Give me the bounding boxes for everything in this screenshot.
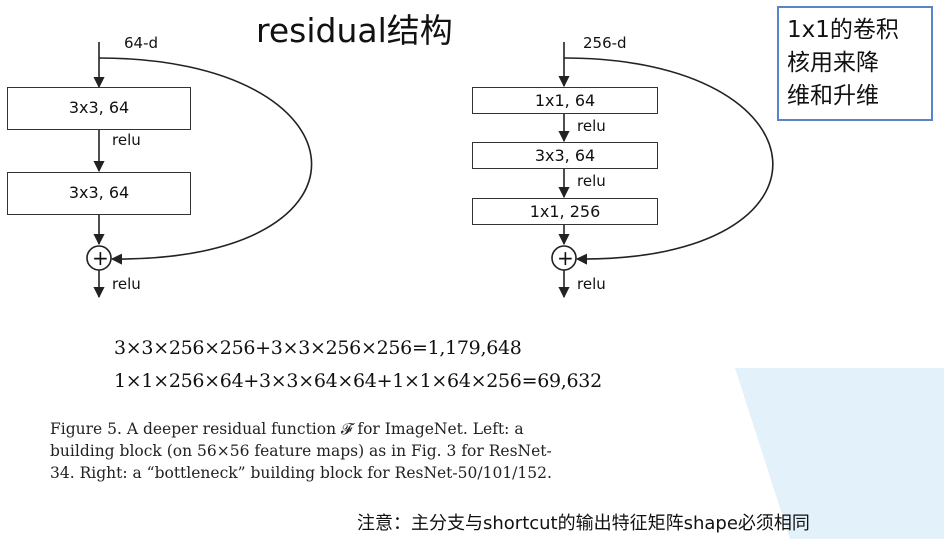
right-layer-box: 1x1, 64	[472, 87, 658, 114]
right-layer-box: 3x3, 64	[472, 142, 658, 169]
right-relu-label: relu	[577, 117, 606, 135]
right-relu-label: relu	[577, 275, 606, 293]
equation-standard-block: 3×3×256×256+3×3×256×256=1,179,648	[114, 337, 522, 359]
left-layer-box: 3x3, 64	[7, 172, 191, 215]
slide-title: residual结构	[256, 11, 453, 50]
right-plus-sign: +	[557, 246, 574, 270]
caption-line: 34. Right: a “bottleneck” building block…	[50, 464, 552, 482]
equation-bottleneck-block: 1×1×256×64+3×3×64×64+1×1×64×256=69,632	[114, 370, 602, 392]
left-relu-label: relu	[112, 131, 141, 149]
right-input-dim: 256-d	[583, 34, 627, 52]
figure-caption: Figure 5. A deeper residual function 𝓕 f…	[50, 418, 630, 484]
caption-line: Figure 5. A deeper residual function 𝓕 f…	[50, 420, 524, 438]
right-relu-label: relu	[577, 172, 606, 190]
left-relu-label: relu	[112, 275, 141, 293]
caption-line: building block (on 56×56 feature maps) a…	[50, 442, 552, 460]
left-layer-box: 3x3, 64	[7, 87, 191, 130]
callout-line: 1x1的卷积	[787, 17, 899, 43]
right-layer-box: 1x1, 256	[472, 198, 658, 225]
callout-line: 维和升维	[787, 83, 879, 109]
callout-line: 核用来降	[787, 50, 879, 76]
right-shortcut-path	[563, 57, 774, 265]
left-input-dim: 64-d	[124, 34, 159, 52]
callout-box: 1x1的卷积 核用来降 维和升维	[777, 6, 933, 121]
left-plus-sign: +	[92, 246, 109, 270]
shape-note: 注意：主分支与shortcut的输出特征矩阵shape必须相同	[357, 513, 810, 534]
left-shortcut-path	[98, 57, 313, 265]
